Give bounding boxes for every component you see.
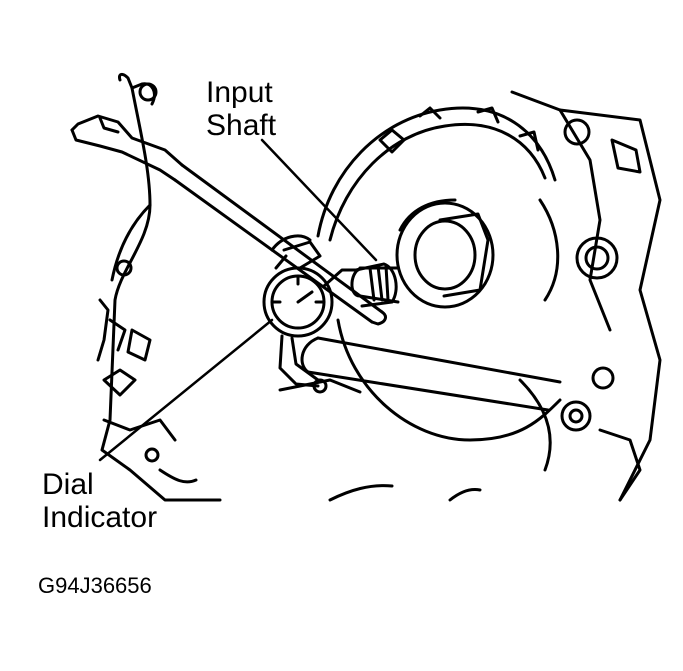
dial-indicator-label: Dial Indicator — [42, 468, 157, 534]
input-shaft-icon — [350, 198, 495, 309]
dial-indicator-icon — [262, 234, 360, 394]
leader-lines — [98, 138, 378, 462]
dial-indicator-label-line-2: Indicator — [42, 501, 158, 534]
dial-indicator-leader-line — [98, 318, 274, 462]
transmission-case-icon — [316, 90, 662, 502]
input-shaft-leader-line — [260, 138, 378, 262]
section-break-curves — [328, 484, 482, 502]
figure-id: G94J36656 — [38, 573, 152, 598]
input-shaft-label: Input Shaft — [206, 76, 276, 142]
dial-indicator-label-line-1: Dial — [42, 468, 94, 501]
input-shaft-label-line-1: Input — [206, 76, 273, 109]
input-shaft-label-line-2: Shaft — [206, 109, 277, 142]
torque-converter-housing-icon — [96, 72, 222, 502]
support-bar-icon — [278, 336, 562, 412]
indicator-rod-icon — [70, 114, 387, 326]
